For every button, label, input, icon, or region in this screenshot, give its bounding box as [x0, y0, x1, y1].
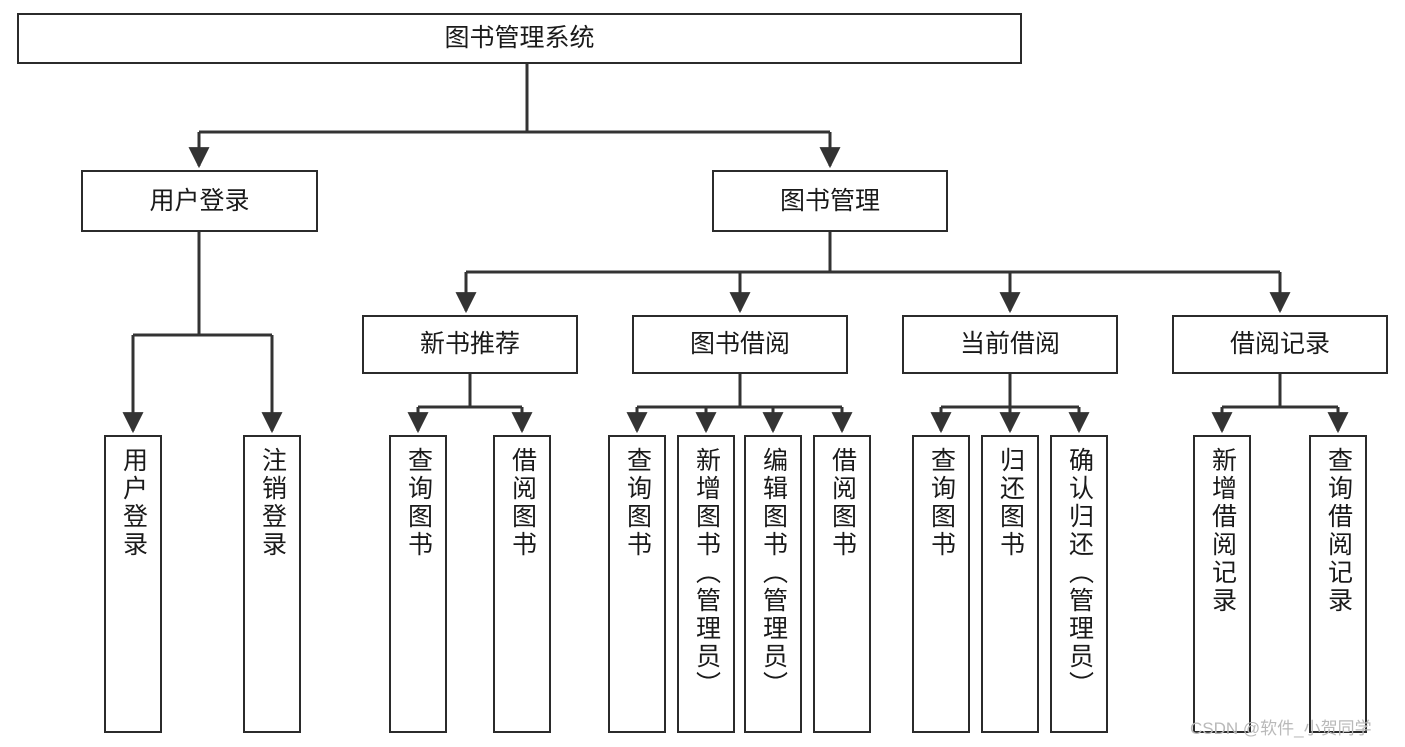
leaf-borrow-record-1-label: 新增借阅记录: [1208, 447, 1237, 615]
leaf-book-borrow-2-label: 新增图书（管理员）: [692, 447, 721, 699]
leaf-book-borrow-4-label: 借阅图书: [828, 447, 857, 559]
leaf-borrow-record-2-label: 查询借阅记录: [1324, 447, 1353, 615]
leaf-current-borrow-2-label: 归还图书: [996, 447, 1025, 559]
node-borrow-record-label: 借阅记录: [1229, 330, 1330, 359]
leaf-new-book-1-label: 查询图书: [404, 447, 433, 559]
node-current-borrow[interactable]: 当前借阅: [902, 315, 1118, 374]
leaf-user-login-1-label: 用户登录: [119, 447, 148, 559]
leaf-borrow-record-1[interactable]: 新增借阅记录: [1193, 435, 1251, 733]
node-root-system-label: 图书管理系统: [444, 24, 595, 53]
leaf-current-borrow-1-label: 查询图书: [927, 447, 956, 559]
node-user-login-label: 用户登录: [149, 186, 250, 215]
leaf-current-borrow-1[interactable]: 查询图书: [912, 435, 970, 733]
node-root-system[interactable]: 图书管理系统: [17, 13, 1022, 64]
node-new-book-recommend-label: 新书推荐: [419, 330, 520, 359]
leaf-new-book-2[interactable]: 借阅图书: [493, 435, 551, 733]
node-borrow-record[interactable]: 借阅记录: [1172, 315, 1388, 374]
leaf-book-borrow-3-label: 编辑图书（管理员）: [759, 447, 788, 699]
node-user-login[interactable]: 用户登录: [81, 170, 318, 232]
node-new-book-recommend[interactable]: 新书推荐: [362, 315, 578, 374]
node-book-management-label: 图书管理: [779, 186, 880, 215]
leaf-new-book-1[interactable]: 查询图书: [389, 435, 447, 733]
leaf-book-borrow-2[interactable]: 新增图书（管理员）: [677, 435, 735, 733]
leaf-user-login-1[interactable]: 用户登录: [104, 435, 162, 733]
node-current-borrow-label: 当前借阅: [959, 330, 1060, 359]
leaf-current-borrow-3[interactable]: 确认归还（管理员）: [1050, 435, 1108, 733]
leaf-current-borrow-2[interactable]: 归还图书: [981, 435, 1039, 733]
leaf-current-borrow-3-label: 确认归还（管理员）: [1065, 447, 1094, 699]
node-book-management[interactable]: 图书管理: [712, 170, 948, 232]
leaf-user-login-2[interactable]: 注销登录: [243, 435, 301, 733]
leaf-book-borrow-1-label: 查询图书: [623, 447, 652, 559]
leaf-user-login-2-label: 注销登录: [258, 447, 287, 559]
leaf-book-borrow-3[interactable]: 编辑图书（管理员）: [744, 435, 802, 733]
node-book-borrow-label: 图书借阅: [689, 330, 790, 359]
leaf-book-borrow-1[interactable]: 查询图书: [608, 435, 666, 733]
leaf-new-book-2-label: 借阅图书: [508, 447, 537, 559]
watermark-csdn: CSDN @软件_小贺同学: [1190, 719, 1372, 738]
node-book-borrow[interactable]: 图书借阅: [632, 315, 848, 374]
leaf-book-borrow-4[interactable]: 借阅图书: [813, 435, 871, 733]
leaf-borrow-record-2[interactable]: 查询借阅记录: [1309, 435, 1367, 733]
